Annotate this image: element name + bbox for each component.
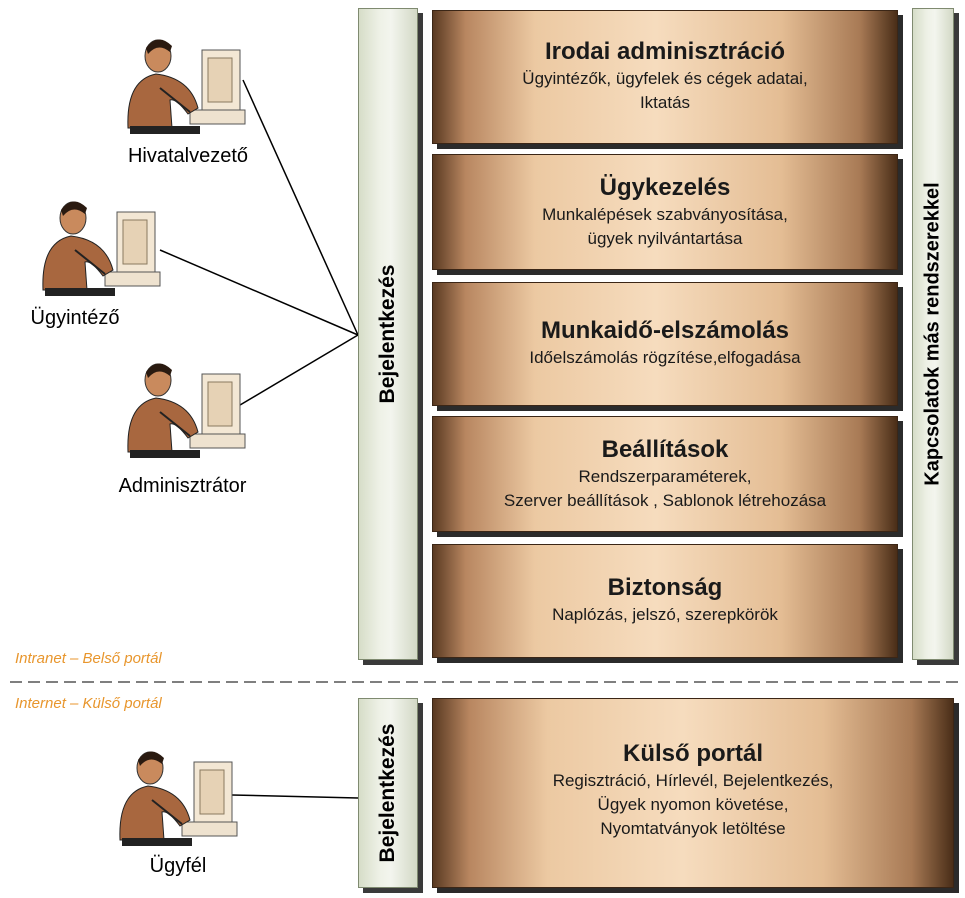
module-munkaido-elszamolas: Munkaidő-elszámolás Időelszámolás rögzít… [432, 282, 898, 406]
module-beallitasok: Beállítások Rendszerparaméterek, Szerver… [432, 416, 898, 532]
module-kulso-portal: Külső portál Regisztráció, Hírlevél, Bej… [432, 698, 954, 888]
person-icon-ugyfel [112, 740, 242, 860]
module-desc-line: Naplózás, jelszó, szerepkörök [552, 605, 778, 624]
module-desc-line: Ügyek nyomon követése, [597, 795, 789, 814]
module-title: Munkaidő-elszámolás [540, 317, 790, 344]
module-desc-line: Ügyintézők, ügyfelek és cégek adatai, [522, 69, 808, 88]
module-title: Beállítások [601, 436, 729, 463]
module-biztonsag: Biztonság Naplózás, jelszó, szerepkörök [432, 544, 898, 658]
person-icon-ugyintezo [35, 190, 165, 310]
module-desc-line: Iktatás [639, 93, 691, 112]
line-hivatalvezeto [242, 79, 359, 336]
actor-label-hivatalvezeto: Hivatalvezető [127, 145, 249, 167]
person-icon-hivatalvezeto [120, 28, 250, 148]
module-desc-line: Szerver beállítások , Sablonok létrehozá… [503, 491, 827, 510]
actor-label-ugyintezo: Ügyintéző [30, 307, 120, 329]
person-icon-adminisztrator [120, 352, 250, 472]
login-pillar-intranet: Bejelentkezés [358, 8, 418, 660]
zone-label-internet: Internet – Külső portál [15, 695, 162, 712]
module-desc-line: Rendszerparaméterek, [578, 467, 752, 486]
module-desc-line: Nyomtatványok letöltése [600, 819, 786, 838]
module-desc-line: Időelszámolás rögzítése,elfogadása [529, 348, 801, 367]
module-title: Irodai adminisztráció [544, 38, 786, 65]
actor-label-ugyfel: Ügyfél [149, 855, 207, 877]
module-title: Biztonság [607, 574, 723, 601]
module-title: Külső portál [622, 740, 763, 767]
actor-label-adminisztrator: Adminisztrátor [118, 475, 247, 497]
module-irodai-adminisztracio: Irodai adminisztráció Ügyintézők, ügyfel… [432, 10, 898, 144]
line-adminisztrator [234, 334, 359, 409]
login-pillar-label: Bejelentkezés [376, 264, 399, 404]
module-title: Ügykezelés [599, 174, 731, 201]
integration-pillar: Kapcsolatok más rendszerekkel [912, 8, 954, 660]
module-desc-line: Munkalépések szabványosítása, [542, 205, 788, 224]
module-desc-line: Regisztráció, Hírlevél, Bejelentkezés, [552, 771, 834, 790]
module-ugykezeles: Ügykezelés Munkalépések szabványosítása,… [432, 154, 898, 270]
login-pillar-label: Bejelentkezés [376, 723, 399, 863]
line-ugyintezo [159, 249, 359, 336]
login-pillar-internet: Bejelentkezés [358, 698, 418, 888]
module-desc-line: ügyek nyilvántartása [587, 229, 743, 248]
zone-label-intranet: Intranet – Belső portál [15, 650, 162, 667]
integration-pillar-label: Kapcsolatok más rendszerekkel [921, 182, 944, 486]
line-ugyfel [231, 794, 359, 799]
